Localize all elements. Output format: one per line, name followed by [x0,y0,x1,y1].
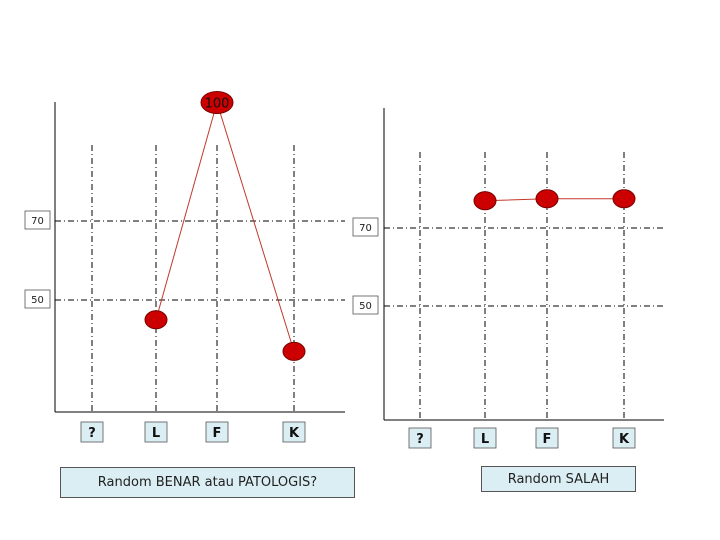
tick-label: L [481,432,489,447]
tick-label-box [408,427,432,449]
series-line [155,100,295,352]
tick-label-box [473,427,497,449]
reference-label: 70 [359,223,372,234]
reference-label: 50 [31,295,44,306]
data-point [535,189,559,209]
tick-label-box [205,421,229,443]
tick-label: ? [416,432,424,447]
tick-label: ? [88,426,96,441]
tick-label: L [152,426,160,441]
caption-random-benar: Random BENAR atau PATOLOGIS? [60,467,355,498]
tick-label: K [619,432,630,447]
caption-random-salah: Random SALAH [481,466,636,492]
reference-label: 50 [359,301,372,312]
tick-label: K [289,426,300,441]
data-label: 100 [205,97,230,112]
caption-random-benar-text: Random BENAR atau PATOLOGIS? [97,475,318,490]
reference-label-box [24,210,51,230]
chart-random-benar: 70 50? L F K 100 [24,91,345,443]
tick-label-box [612,427,636,449]
reference-label: 70 [31,216,44,227]
data-point [200,91,234,114]
reference-label-box [24,289,51,309]
data-point [144,310,168,330]
reference-label-box [352,295,379,315]
tick-label-box [535,427,559,449]
caption-random-salah-text: Random SALAH [507,471,610,487]
tick-label: F [543,432,552,447]
reference-label-box [352,217,379,237]
tick-label-box [144,421,168,443]
tick-label: F [213,426,222,441]
tick-label-box [80,421,104,443]
data-point [612,189,636,209]
chart-random-salah: 70 50? L F K [352,108,664,449]
tick-label-box [282,421,306,443]
data-point [473,191,497,211]
data-point [282,341,306,361]
